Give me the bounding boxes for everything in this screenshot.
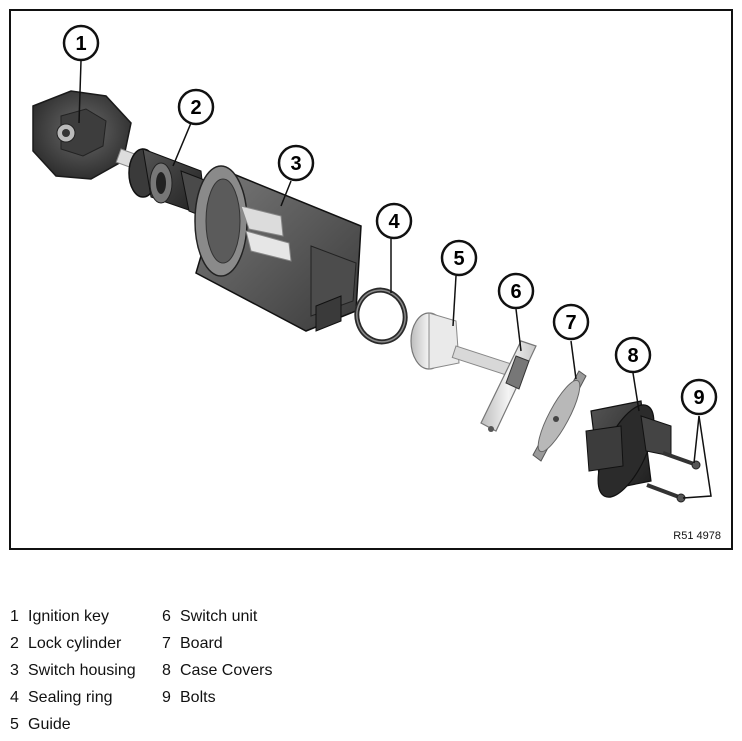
switch-unit-part	[480, 340, 537, 432]
callout-1: 1	[62, 24, 100, 62]
svg-text:4: 4	[388, 211, 400, 233]
callout-9: 9	[680, 378, 718, 416]
leader-lines	[78, 60, 712, 499]
callout-6: 6	[497, 272, 535, 310]
sealing-ring-part	[354, 287, 408, 345]
guide-part	[410, 312, 514, 377]
svg-text:5: 5	[453, 248, 464, 270]
svg-text:2: 2	[190, 97, 201, 119]
exploded-parts-diagram: 1 2 3 4 5 6 7 8	[9, 9, 733, 550]
callout-5: 5	[440, 239, 478, 277]
svg-text:8: 8	[627, 345, 638, 367]
callout-3: 3	[277, 144, 315, 182]
svg-text:6: 6	[510, 281, 521, 303]
callout-7: 7	[552, 303, 590, 341]
board-part	[532, 370, 587, 462]
callout-2: 2	[177, 88, 215, 126]
callout-4: 4	[375, 202, 413, 240]
svg-text:1: 1	[75, 33, 86, 55]
svg-text:7: 7	[565, 312, 576, 334]
switch-housing-part	[194, 165, 362, 332]
bolts-part	[646, 451, 701, 503]
parts-illustration: 1 2 3 4 5 6 7 8	[32, 24, 718, 503]
svg-text:9: 9	[693, 387, 704, 409]
callout-8: 8	[614, 336, 652, 374]
svg-text:3: 3	[290, 153, 301, 175]
figure-reference-code: R51 4978	[673, 530, 721, 542]
